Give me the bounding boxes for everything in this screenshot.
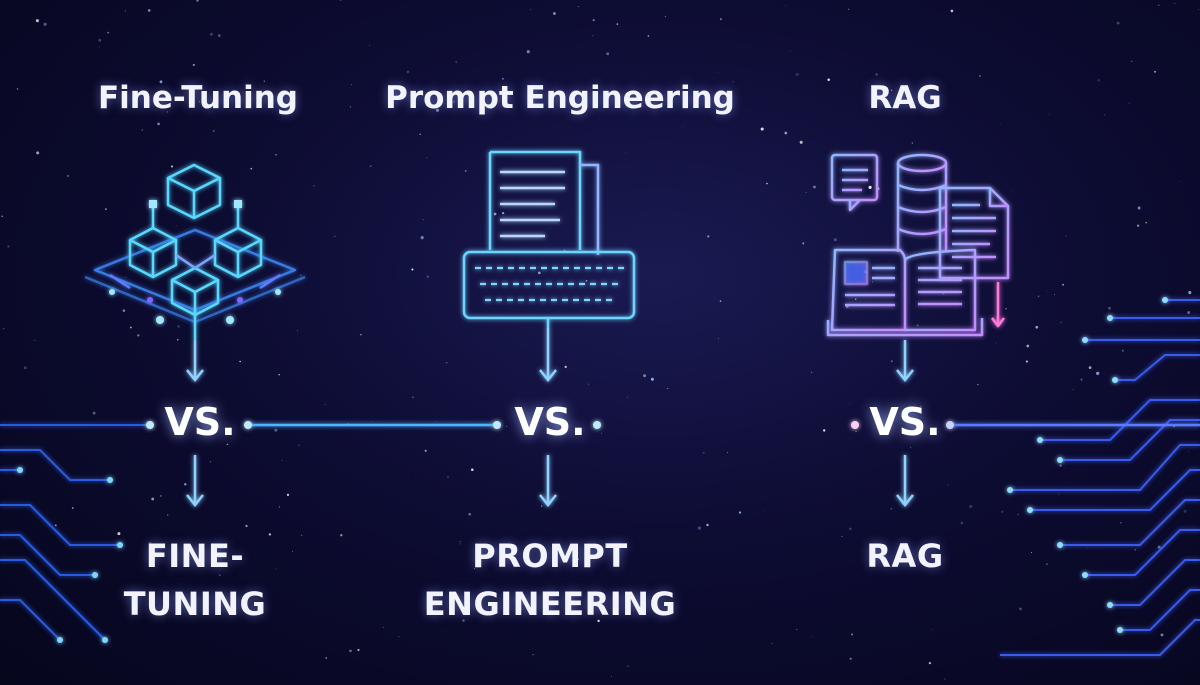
vs-label-left: VS. <box>164 400 236 444</box>
arrow-down-icon <box>186 455 204 508</box>
database-book-icon <box>826 153 1010 337</box>
circuit-left-nodes <box>17 467 123 643</box>
arrows <box>186 328 914 508</box>
circuit-right <box>1000 299 1200 656</box>
keyboard-keys <box>475 266 624 302</box>
arrow-down-icon <box>539 328 557 383</box>
vs-label-center: VS. <box>514 400 586 444</box>
fine-tuning-title: Fine-Tuning <box>98 80 298 116</box>
vs-label-right: VS. <box>869 400 941 444</box>
prompt-engineering-caption: PROMPT ENGINEERING <box>423 537 677 623</box>
arrow-down-icon <box>896 455 914 508</box>
document-keyboard-icon <box>462 150 636 328</box>
rag-caption: RAG <box>866 537 944 575</box>
arrow-down-icon <box>186 340 204 383</box>
arrow-down-icon <box>539 455 557 508</box>
network-cubes-icon <box>84 163 306 340</box>
prompt-engineering-title: Prompt Engineering <box>385 80 735 116</box>
arrow-down-icon <box>896 340 914 383</box>
circuit-left <box>0 424 150 641</box>
fine-tuning-caption: FINE- TUNING <box>123 537 267 623</box>
connector-line <box>146 421 1200 429</box>
circuit-right-nodes <box>1007 297 1168 633</box>
network-nodes <box>109 200 281 324</box>
rag-title: RAG <box>868 80 942 116</box>
